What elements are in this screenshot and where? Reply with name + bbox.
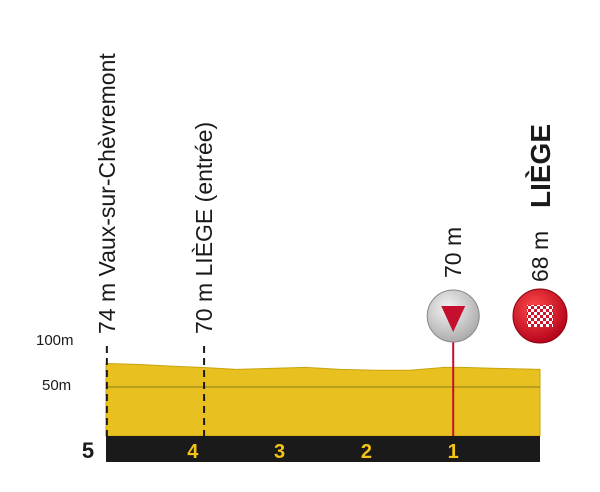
marker-label-liege-entree: 70 m LIÈGE (entrée) xyxy=(191,122,217,334)
y-tick-label-100: 100m xyxy=(36,332,74,349)
finish-flag-icon xyxy=(512,288,568,344)
km-label-5: 5 xyxy=(82,438,94,463)
marker-label-vaux: 74 m Vaux-sur-Chèvremont xyxy=(94,53,120,334)
flamme-rouge-altitude-label: 70 m xyxy=(440,227,466,278)
finish-altitude-label: 68 m xyxy=(527,231,553,282)
finish-place-label: LIÈGE xyxy=(525,124,556,208)
elevation-profile-area xyxy=(105,362,541,437)
flamme-rouge-icon xyxy=(426,289,480,343)
distance-bar xyxy=(106,436,540,462)
y-tick-label-50: 50m xyxy=(42,377,71,394)
km-label-4: 4 xyxy=(187,441,199,463)
km-label-3: 3 xyxy=(274,441,285,463)
km-label-1: 1 xyxy=(448,441,459,463)
km-label-2: 2 xyxy=(361,441,372,463)
